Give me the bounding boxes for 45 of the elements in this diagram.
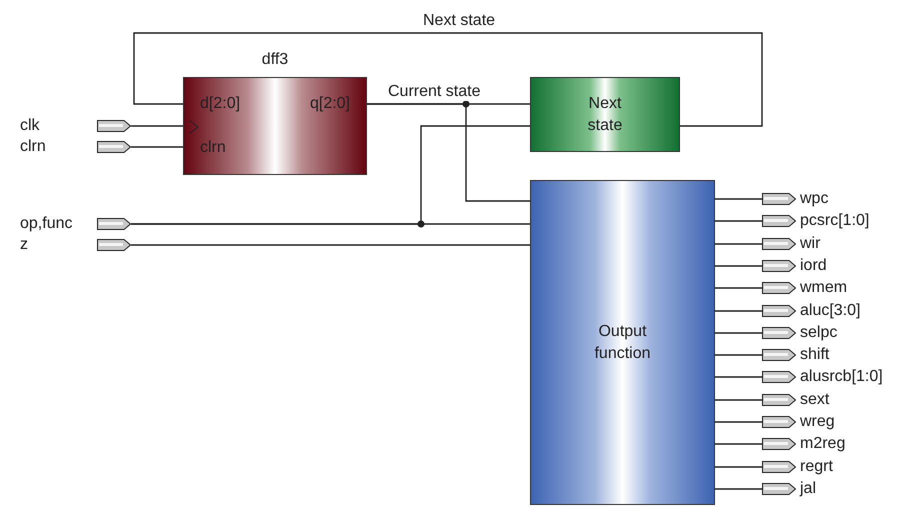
signal-name: shift [800, 346, 830, 364]
wire [715, 332, 762, 334]
port-label: q[2:0] [310, 95, 350, 113]
wire [715, 443, 762, 445]
output-function-block: Output function [530, 180, 715, 505]
signal-name: iord [800, 257, 827, 275]
wire [715, 243, 762, 245]
wire [715, 287, 762, 289]
wire [715, 265, 762, 267]
port-label: clrn [200, 139, 226, 157]
wire [131, 146, 183, 148]
signal-name: clrn [20, 138, 46, 156]
signal-name: wmem [800, 279, 848, 297]
wire [133, 32, 763, 127]
wire [715, 376, 762, 378]
signal-name: jal [800, 480, 816, 498]
wire [715, 354, 762, 356]
block-title: dff3 [260, 51, 290, 69]
signal-name: wpc [800, 190, 828, 208]
signal-name: wir [800, 235, 820, 253]
signal-name: alusrcb[1:0] [800, 368, 883, 386]
wire [131, 223, 530, 225]
wire [131, 244, 530, 246]
signal-name: z [20, 236, 28, 254]
wire [715, 220, 762, 222]
wire [715, 466, 762, 468]
signal-name: aluc[3:0] [800, 302, 860, 320]
signal-name: clk [20, 117, 40, 135]
wire-label: Current state [386, 83, 482, 101]
wire [715, 310, 762, 312]
signal-name: sext [800, 391, 830, 409]
signal-name: regrt [800, 458, 833, 476]
signal-name: selpc [800, 324, 838, 342]
wire [131, 125, 183, 127]
signal-name: m2reg [800, 435, 846, 453]
next-state-block: Next state [530, 77, 680, 152]
port-label: d[2:0] [200, 95, 240, 113]
wire [715, 421, 762, 423]
signal-name: op,func [20, 215, 72, 233]
signal-name: wreg [800, 413, 835, 431]
signal-name: pcsrc[1:0] [800, 212, 870, 230]
wire [715, 198, 762, 200]
wire [715, 488, 762, 490]
wire [367, 103, 530, 202]
wire [715, 399, 762, 401]
